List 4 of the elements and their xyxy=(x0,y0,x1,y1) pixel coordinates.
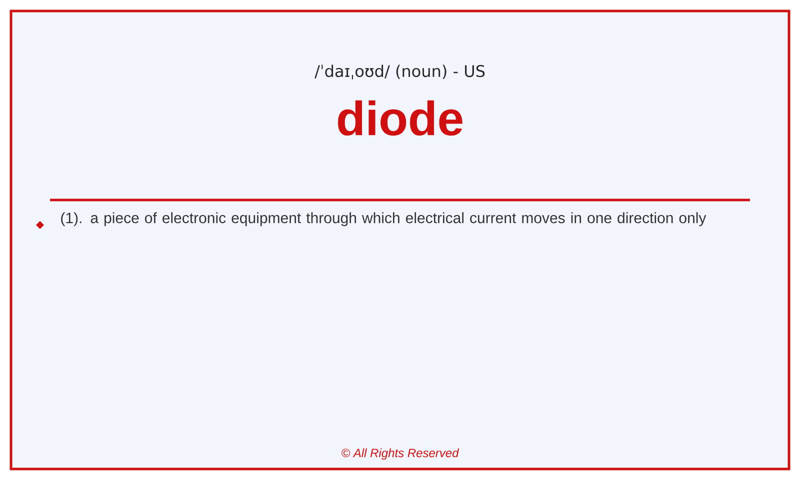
headword: diode xyxy=(338,100,462,136)
definition-text: (1). a piece of electronic equipment through which electrical current moves in one direction only xyxy=(61,212,706,226)
pronunciation: /ˈdaɪˌoʊd/ (noun) - US xyxy=(314,64,485,80)
footer-note: © All Rights Reserved xyxy=(342,448,460,460)
